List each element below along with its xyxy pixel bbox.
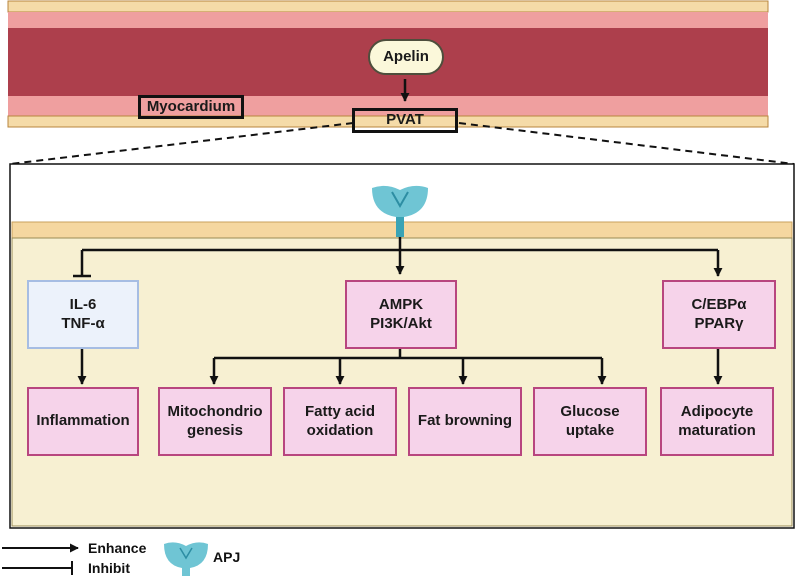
mitochondriogenesis-node: Mitochondrio genesis xyxy=(158,387,272,456)
apelin-label: Apelin xyxy=(368,39,444,75)
zoom-line-left xyxy=(9,122,354,165)
legend-apj-icon xyxy=(164,542,208,576)
legend-apj-label: APJ xyxy=(213,549,241,565)
pvat-label: PVAT xyxy=(352,108,458,133)
adipocyte-maturation-node: Adipocyte maturation xyxy=(660,387,774,456)
fat-browning-node: Fat browning xyxy=(408,387,522,456)
inflammation-node: Inflammation xyxy=(27,387,139,456)
myocardium-label: Myocardium xyxy=(138,95,244,119)
legend-inhibit-label: Inhibit xyxy=(88,560,130,576)
cebp-ppar-node: C/EBPα PPARγ xyxy=(662,280,776,349)
apj-receptor-icon xyxy=(372,185,428,237)
signaling-connectors xyxy=(73,237,723,385)
glucose-uptake-node: Glucose uptake xyxy=(533,387,647,456)
inflammatory-cytokines-node: IL-6 TNF-α xyxy=(27,280,139,349)
legend-enhance-label: Enhance xyxy=(88,540,147,556)
zoom-line-right xyxy=(458,122,795,165)
fatty-acid-oxidation-node: Fatty acid oxidation xyxy=(283,387,397,456)
ampk-pi3k-node: AMPK PI3K/Akt xyxy=(345,280,457,349)
legend-graphics xyxy=(2,543,79,575)
